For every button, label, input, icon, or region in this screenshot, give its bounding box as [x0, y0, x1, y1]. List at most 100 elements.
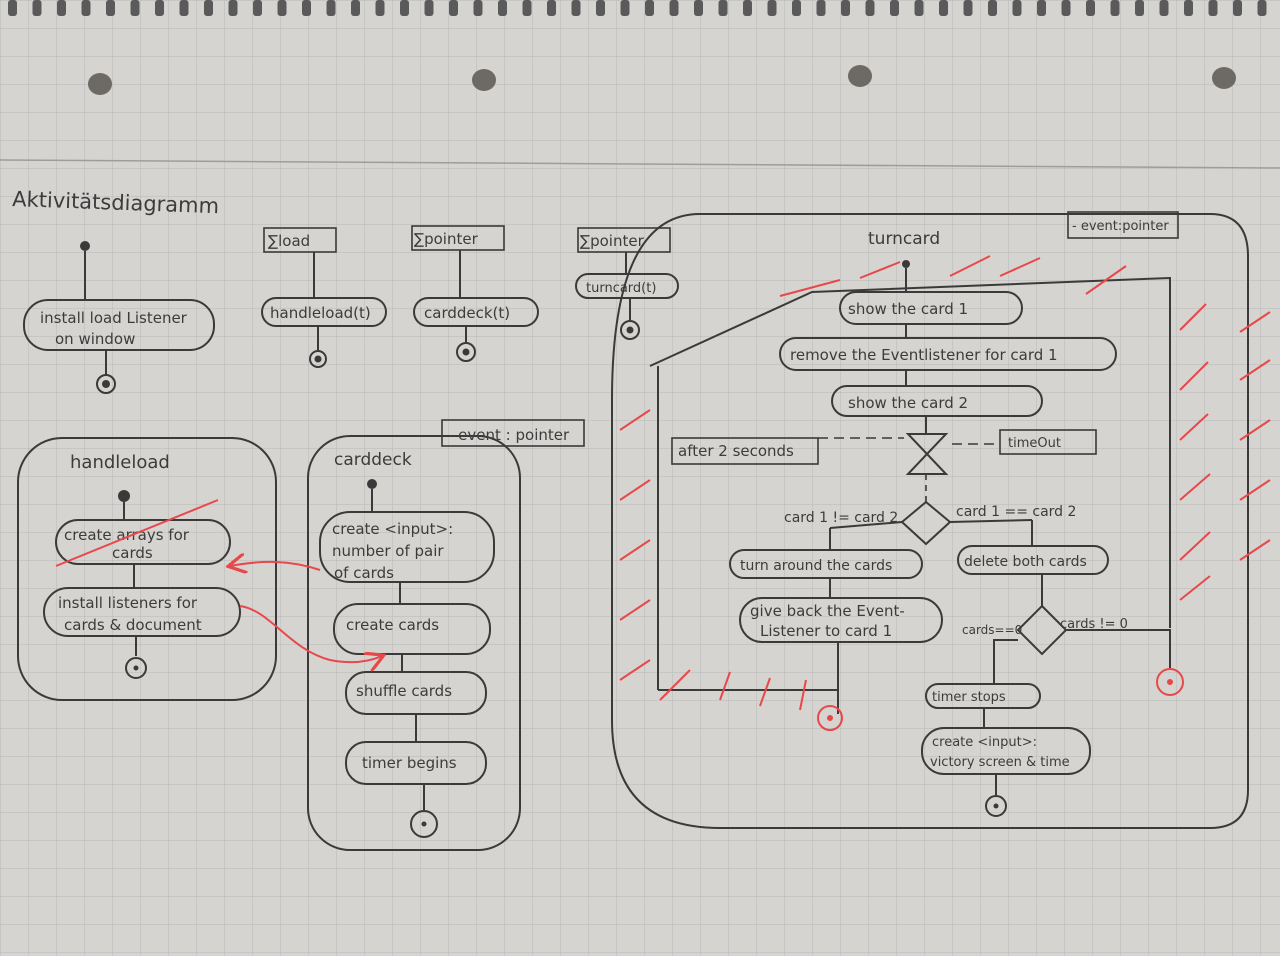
- spiral-ring: [1159, 0, 1169, 16]
- spiral-ring: [1208, 0, 1218, 16]
- pointer-signal-flow-1: ∑pointer carddeck(t): [411, 225, 539, 362]
- create-input-pairs-label-2: number of pair: [332, 542, 444, 560]
- pointer-signal-label-2: ∑pointer: [580, 232, 645, 250]
- red-hatch-mark: [759, 677, 771, 707]
- spiral-ring: [204, 0, 213, 16]
- after-2-seconds-label: after 2 seconds: [678, 442, 794, 460]
- spiral-ring: [718, 0, 728, 16]
- spiral-ring: [498, 0, 507, 16]
- give-back-label-1: give back the Event-: [750, 602, 905, 620]
- red-hatch-mark: [1239, 479, 1271, 501]
- turncard-activity: - event:pointer turncard show the card 1…: [611, 211, 1249, 829]
- spiral-ring: [1012, 0, 1022, 16]
- spiral-ring: [253, 0, 262, 16]
- create-input-pairs-label-1: create <input>:: [332, 520, 453, 538]
- decision-diamond-1: [900, 500, 952, 546]
- install-listeners-label-1: install listeners for: [58, 594, 198, 612]
- spiral-ring: [8, 0, 17, 16]
- show-card2-label: show the card 2: [848, 394, 968, 412]
- spiral-ring: [1233, 0, 1242, 16]
- victory-label-1: create <input>:: [932, 735, 1037, 750]
- interrupt-hatch-marks: [619, 255, 1271, 711]
- spiral-ring: [179, 0, 189, 16]
- load-signal-label: ∑load: [268, 232, 310, 250]
- spiral-ring: [767, 0, 777, 16]
- spiral-ring: [106, 0, 115, 16]
- carddeck-param-label: - event : pointer: [448, 426, 570, 444]
- load-signal-flow: ∑load handleload(t): [261, 227, 387, 368]
- timer-stops-label: timer stops: [932, 690, 1006, 705]
- spiral-ring: [81, 0, 91, 16]
- red-hatch-mark: [1179, 413, 1209, 441]
- red-hatch-mark: [779, 279, 841, 297]
- spiral-ring: [890, 0, 899, 16]
- red-hatch-mark: [1239, 419, 1271, 441]
- cards-nonzero-label: cards != 0: [1060, 617, 1128, 632]
- delete-both-action: [957, 545, 1109, 575]
- install-listeners-action: [43, 587, 241, 637]
- red-hatch-mark: [659, 669, 691, 701]
- flow-final-red-2: [1156, 668, 1184, 696]
- turncard-title: turncard: [868, 229, 940, 249]
- delete-both-label: delete both cards: [964, 554, 1087, 570]
- install-load-label-2: on window: [55, 330, 135, 348]
- victory-screen-action: [921, 727, 1091, 775]
- timer-begins-action: [345, 741, 487, 785]
- red-link-arrow-1: [230, 562, 321, 570]
- red-hatch-mark: [619, 599, 651, 621]
- guard-not-equal-label: card 1 != card 2: [784, 510, 898, 526]
- shuffle-cards-label: shuffle cards: [356, 682, 452, 700]
- spiral-ring: [302, 0, 311, 16]
- handleload-title: handleload: [70, 452, 170, 473]
- spiral-ring: [669, 0, 679, 16]
- spiral-ring: [914, 0, 924, 16]
- flow-final-red: [817, 705, 843, 731]
- create-input-pairs-label-3: of cards: [334, 564, 394, 582]
- spiral-ring: [620, 0, 630, 16]
- red-hatch-mark: [1085, 265, 1127, 295]
- spiral-ring: [1061, 0, 1071, 16]
- spiral-ring: [424, 0, 434, 16]
- red-hatch-mark: [619, 659, 651, 681]
- red-hatch-mark: [619, 539, 651, 561]
- spiral-ring: [228, 0, 238, 16]
- spiral-ring: [1135, 0, 1144, 16]
- red-link-arrow-2: [239, 605, 382, 662]
- red-hatch-mark: [1179, 575, 1211, 601]
- show-card1-label: show the card 1: [848, 300, 968, 318]
- timer-begins-label: timer begins: [362, 754, 457, 772]
- spiral-ring: [988, 0, 997, 16]
- create-arrays-action: [55, 519, 231, 565]
- spiral-ring: [400, 0, 409, 16]
- spiral-ring: [816, 0, 826, 16]
- red-hatch-mark: [1239, 311, 1271, 333]
- install-load-flow: install load Listener on window: [23, 241, 215, 394]
- spiral-ring: [571, 0, 581, 16]
- decision-diamond-2: [1016, 604, 1068, 656]
- handleload-activity: handleload create arrays for cards insta…: [17, 437, 277, 701]
- spiral-ring: [865, 0, 875, 16]
- spiral-ring: [473, 0, 483, 16]
- spiral-ring: [743, 0, 752, 16]
- red-hatch-mark: [719, 671, 731, 701]
- spiral-ring: [1184, 0, 1193, 16]
- strike-through-mark: [55, 499, 219, 567]
- spiral-ring: [1037, 0, 1046, 16]
- red-hatch-mark: [1179, 531, 1211, 561]
- guard-equal-label: card 1 == card 2: [956, 504, 1076, 520]
- spiral-ring: [596, 0, 605, 16]
- hourglass-icon: [905, 433, 949, 475]
- carddeck-call-label: carddeck(t): [424, 304, 510, 322]
- red-hatch-mark: [859, 261, 901, 279]
- cards-zero-label: cards==0: [962, 623, 1022, 637]
- spiral-ring: [1110, 0, 1120, 16]
- spiral-ring: [57, 0, 66, 16]
- turncard-param-label: - event:pointer: [1072, 219, 1169, 234]
- install-listeners-label-2: cards & document: [64, 616, 202, 634]
- create-arrays-label-1: create arrays for: [64, 526, 190, 544]
- show-card1-action: [839, 291, 1023, 325]
- pointer-signal-label-1: ∑pointer: [414, 230, 479, 248]
- red-hatch-mark: [1239, 539, 1271, 561]
- create-arrays-label-2: cards: [112, 544, 153, 562]
- give-back-label-2: Listener to card 1: [760, 622, 892, 640]
